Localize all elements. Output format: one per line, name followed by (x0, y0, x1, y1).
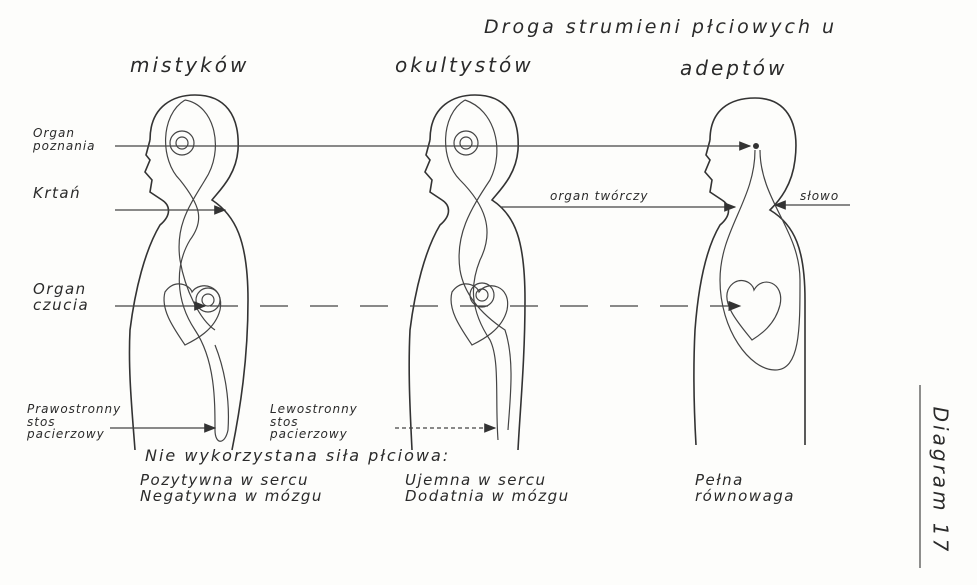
label-line: pacierzowy (270, 427, 348, 442)
label-line: pacierzowy (27, 427, 105, 442)
label-line: stos (270, 414, 299, 429)
label-line: stos (27, 414, 56, 429)
column-mistykow: mistyków (130, 53, 250, 77)
note-line: Pozytywna w sercu (140, 471, 309, 489)
label-line: poznania (33, 138, 96, 153)
column-adeptow: adeptów (680, 56, 788, 80)
figure-mystic (128, 94, 249, 451)
label-krtan: Krtań (33, 184, 82, 202)
unused-force-heading: Nie wykorzystana siła płciowa: (145, 446, 451, 465)
label-organ-tworczy: organ twórczy (550, 189, 649, 203)
column-okultystow: okultystów (395, 53, 534, 77)
note-line: Ujemna w sercu (405, 471, 547, 489)
figure-adept (693, 97, 806, 446)
note-line: Pełna (695, 471, 744, 489)
note-line: Negatywna w mózgu (140, 486, 323, 505)
label-line: czucia (33, 295, 90, 314)
figure-occultist (408, 94, 526, 451)
label-slowo: słowo (800, 189, 840, 203)
label-line: Organ (33, 126, 75, 140)
label-line: Lewostronny (270, 402, 358, 416)
label-line: Organ (33, 280, 87, 298)
note-line: równowaga (695, 486, 795, 505)
diagram-number-label: Diagram 17 (928, 406, 953, 555)
note-line: Dodatnia w mózgu (405, 486, 570, 505)
label-line: Prawostronny (27, 402, 122, 416)
diagram-title: Droga strumieni płciowych u (484, 16, 838, 38)
